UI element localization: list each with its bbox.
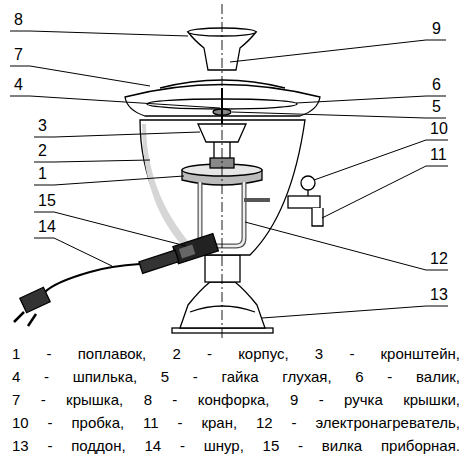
callout-number: 9 [432,20,441,38]
callout-number: 10 [430,120,448,138]
callout-number: 13 [430,286,448,304]
callout-number: 6 [432,76,441,94]
callout-number: 4 [14,76,23,94]
callout-number: 14 [38,218,56,236]
legend-caption-line: 13 - поддон, 14 - шнур, 15 - вилка прибо… [12,437,460,454]
callout-number: 12 [430,250,448,268]
callout-number: 3 [38,117,47,135]
callout-number: 5 [432,98,441,116]
callout-number: 7 [14,46,23,64]
leader-lines [10,31,448,318]
callout-number: 11 [430,146,447,164]
legend-caption-line: 1 - поплавок, 2 - корпус, 3 - кронштейн, [12,345,460,362]
legend-caption-line: 7 - крышка, 8 - конфорка, 9 - ручка крыш… [12,391,460,408]
callout-number: 1 [38,165,47,183]
callout-number: 8 [14,11,23,29]
callout-number: 15 [38,192,56,210]
legend-caption-line: 10 - пробка, 11 - кран, 12 - электронагр… [12,414,460,431]
legend-caption-line: 4 - шпилька, 5 - гайка глухая, 6 - валик… [12,368,460,385]
callout-number: 2 [38,142,47,160]
